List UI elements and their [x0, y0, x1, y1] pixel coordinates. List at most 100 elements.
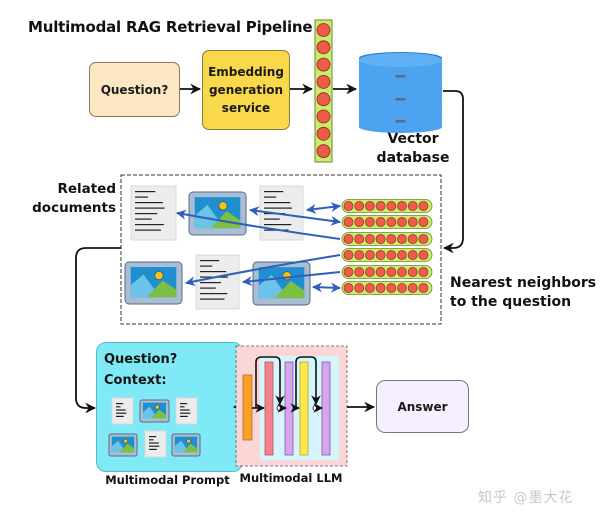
database-tier-bottom [359, 121, 442, 133]
text-line [116, 403, 124, 405]
vector-dot [407, 217, 418, 227]
llm-skip-1 [255, 356, 281, 408]
text-line [200, 282, 221, 284]
hill-icon [182, 443, 198, 453]
vector-dot [343, 234, 354, 244]
database-tier [359, 82, 442, 104]
vector-dot [397, 267, 407, 277]
vector-dot [418, 217, 429, 227]
text-line [180, 412, 191, 414]
text-line [135, 207, 165, 209]
vector-dot [386, 283, 397, 293]
llm-add-node [312, 404, 320, 412]
arrow-database-to-neighbors [442, 90, 464, 254]
neighbor-vectors [341, 199, 433, 295]
link-text3-row5 [242, 271, 341, 287]
vector-dot [375, 283, 386, 293]
text-line [264, 196, 277, 198]
vector-dot [418, 283, 429, 293]
text-line [200, 287, 216, 289]
vector-dot [343, 201, 354, 211]
related-doc-text-1 [130, 185, 177, 241]
related-doc-image-1 [188, 191, 247, 236]
prompt-doc-image-1 [139, 399, 170, 423]
vector-dot [316, 126, 331, 141]
text-line [116, 406, 121, 408]
llm-layer [264, 361, 274, 456]
database-tier-bottom [359, 76, 442, 88]
vector-dot [397, 201, 407, 211]
llm-layer [284, 361, 294, 456]
vector-dot [364, 217, 375, 227]
vector-dot [354, 250, 365, 260]
prompt-doc-image-2 [108, 433, 138, 457]
database-slot [395, 98, 406, 101]
text-line [200, 260, 220, 262]
text-line [149, 439, 154, 441]
vector-dot [316, 57, 331, 72]
related-doc-text-3 [195, 254, 240, 310]
vector-dot [364, 267, 375, 277]
vector-dot [407, 234, 418, 244]
text-line [149, 448, 157, 450]
sun-icon [154, 404, 160, 410]
answer-node: Answer [376, 380, 469, 433]
hill-icon [151, 409, 167, 419]
related-documents-box [120, 174, 442, 325]
prompt-doc-text-3 [144, 430, 167, 458]
embedding-vector [314, 19, 333, 163]
related-documents-label: Related documents [32, 181, 116, 216]
link-image3-row6 [312, 282, 341, 293]
llm-layer [321, 361, 331, 456]
database-tier-bottom [359, 98, 442, 110]
link-image1-row2 [249, 206, 341, 226]
text-line [135, 229, 161, 231]
vector-dot [386, 267, 397, 277]
vector-dot [343, 267, 354, 277]
database-top [359, 53, 442, 67]
document-page [144, 430, 167, 458]
database-tier [359, 104, 442, 127]
text-line [135, 213, 158, 215]
vector-dot [316, 75, 331, 89]
link-text2-row1 [306, 202, 341, 214]
multimodal-llm-icon [235, 345, 348, 467]
document-page [175, 397, 198, 425]
text-line [180, 403, 188, 405]
embedding-service-node: Embedding generation service [202, 50, 290, 130]
link-text1-row3 [176, 209, 341, 240]
vector-dot [343, 250, 354, 260]
vector-dot [418, 250, 429, 260]
hill-icon [210, 211, 241, 229]
vector-dot [375, 250, 386, 260]
vector-dot [386, 217, 397, 227]
vector-dot [343, 283, 354, 293]
text-line [135, 224, 164, 226]
hill-icon [146, 280, 177, 298]
text-line [200, 293, 228, 295]
vector-dot [386, 234, 397, 244]
question-label: Question? [100, 82, 169, 97]
text-line [264, 202, 291, 204]
text-line [116, 412, 127, 414]
sun-icon [218, 201, 228, 211]
llm-skip-2 [295, 356, 317, 408]
vector-dot [418, 201, 429, 211]
vector-dot [316, 144, 331, 159]
text-line [264, 218, 280, 220]
nearest-neighbors-label: Nearest neighbors to the question [450, 275, 597, 310]
text-line [149, 436, 157, 438]
text-line [180, 409, 190, 411]
answer-label: Answer [397, 399, 448, 414]
multimodal-llm-label: Multimodal LLM [239, 471, 343, 485]
embedding-service-label: Embedding generation service [208, 65, 284, 115]
vector-dot [407, 283, 418, 293]
database-slot [395, 75, 406, 78]
vector-dot [316, 109, 331, 124]
text-line [180, 406, 185, 408]
prompt-doc-image-3 [171, 433, 201, 457]
vector-dot [375, 217, 386, 227]
vector-dot [386, 201, 397, 211]
vector-dot [418, 234, 429, 244]
